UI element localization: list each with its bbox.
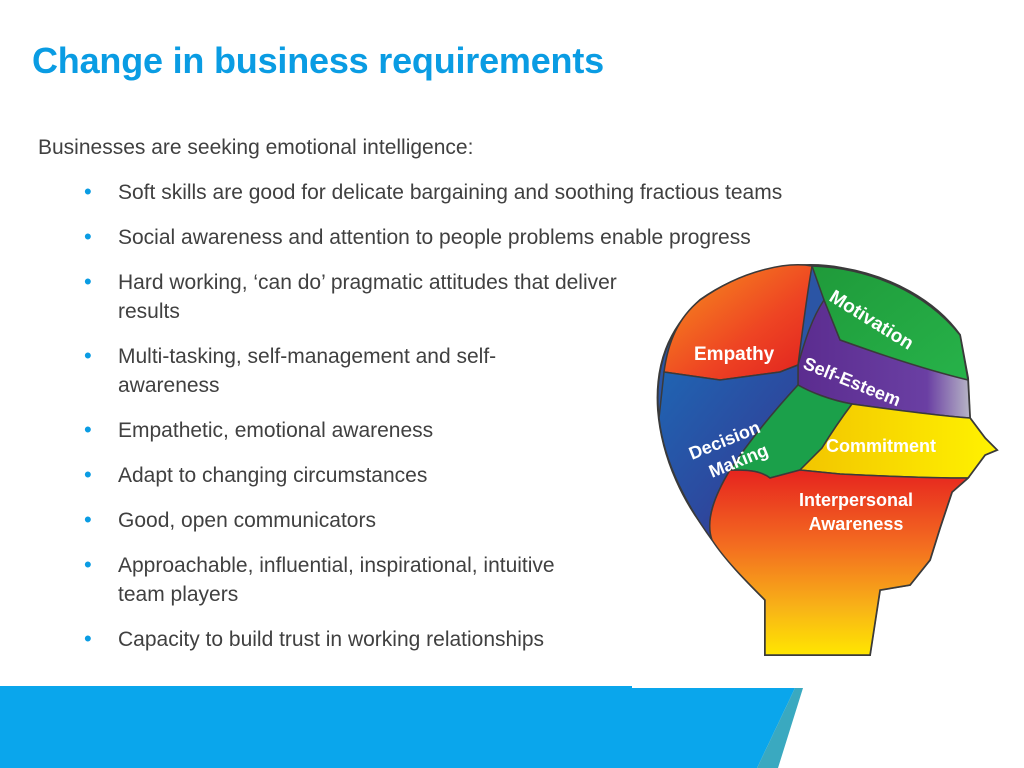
empathy-label: Empathy — [694, 344, 775, 365]
footer-banner — [0, 686, 803, 768]
commitment-label: Commitment — [826, 436, 936, 456]
list-item: •Approachable, influential, inspirationa… — [84, 552, 555, 606]
list-item: •Capacity to build trust in working rela… — [84, 626, 545, 651]
bullet-icon: • — [84, 269, 92, 294]
bullet-icon: • — [84, 224, 92, 249]
list-item: •Hard working, ‘can do’ pragmatic attitu… — [84, 269, 617, 323]
empathy-segment — [663, 264, 813, 381]
bullet-icon: • — [84, 462, 92, 487]
bullet-icon: • — [84, 552, 92, 577]
bullet-icon: • — [84, 417, 92, 442]
emotional-intelligence-head-illustration: Empathy Motivation Self-Esteem Decision … — [656, 264, 999, 656]
list-item: •Adapt to changing circumstances — [84, 462, 428, 487]
list-item: •Good, open communicators — [84, 507, 376, 532]
bullet-icon: • — [84, 626, 92, 651]
list-item: •Empathetic, emotional awareness — [84, 417, 434, 442]
bullet-icon: • — [84, 179, 92, 204]
interpersonal-label: Interpersonal — [799, 490, 913, 510]
awareness-label: Awareness — [809, 514, 904, 534]
footer-teal-stripe — [757, 688, 803, 768]
intro-text: Businesses are seeking emotional intelli… — [38, 136, 474, 159]
footer-main-band — [0, 686, 795, 768]
list-item: •Multi-tasking, self-management and self… — [84, 343, 497, 397]
bullet-icon: • — [84, 343, 92, 368]
interpersonal-awareness-segment — [708, 469, 970, 656]
slide-title: Change in business requirements — [32, 40, 604, 81]
list-item: •Soft skills are good for delicate barga… — [84, 179, 783, 204]
bullet-list: •Soft skills are good for delicate barga… — [84, 178, 944, 670]
list-item: •Social awareness and attention to peopl… — [84, 224, 751, 249]
bullet-icon: • — [84, 507, 92, 532]
